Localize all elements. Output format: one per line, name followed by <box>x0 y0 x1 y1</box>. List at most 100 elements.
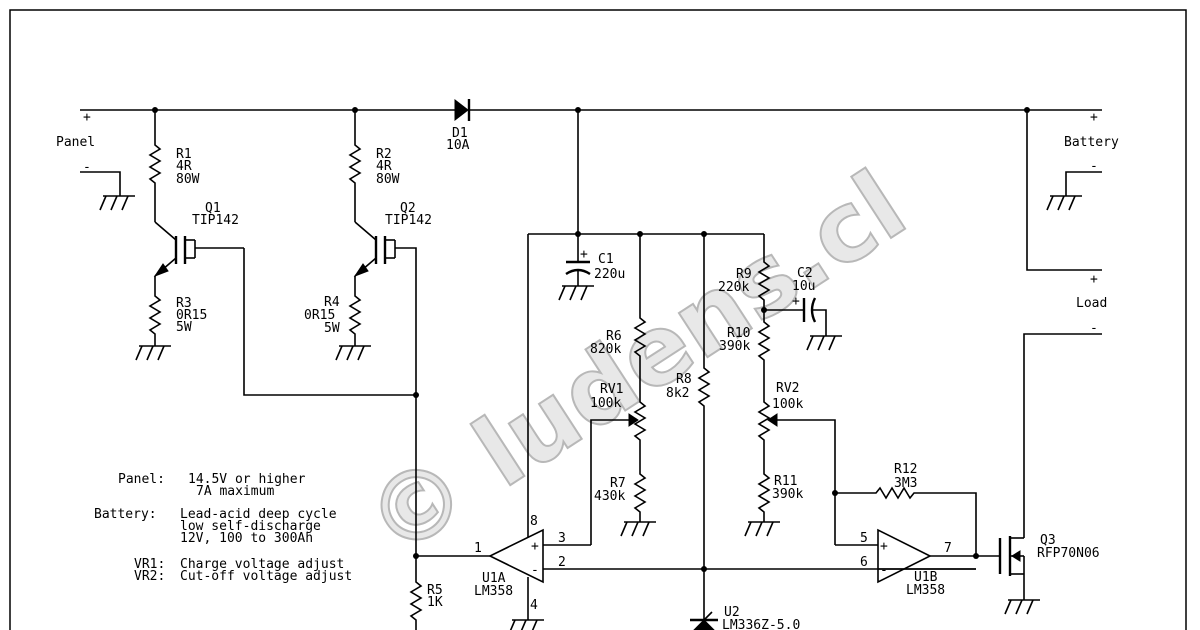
load-name: Load <box>1076 296 1107 311</box>
u1b-pin-out: 7 <box>944 541 952 556</box>
battery-minus: - <box>1090 159 1098 174</box>
u1a-sign-minus: - <box>531 563 539 578</box>
r11-ref: R11 <box>774 474 797 489</box>
reference-u2: U2 LM336Z-5.0 <box>690 605 800 630</box>
u1a-pin-gnd: 4 <box>530 598 538 613</box>
r2-value: 4R <box>376 159 392 174</box>
opamp-u1b: + - 5 6 7 U1B LM358 <box>835 528 1000 598</box>
diode-d1: D1 10A <box>446 98 471 153</box>
note-battery-label: Battery: <box>94 507 157 522</box>
r9-ref: R9 <box>736 267 752 282</box>
note-panel-line1: 14.5V or higher <box>188 472 306 487</box>
ground-symbol <box>620 521 656 537</box>
note-vr2-label: VR2: <box>134 569 165 584</box>
ground-symbol <box>1046 195 1082 211</box>
battery-name: Battery <box>1064 135 1119 150</box>
d1-value: 10A <box>446 138 470 153</box>
top-rail <box>80 107 1102 113</box>
q3-value: RFP70N06 <box>1037 546 1100 561</box>
mosfet-q3: Q3 RFP70N06 <box>998 533 1100 615</box>
r4-value: 0R15 <box>304 308 335 323</box>
u1a-sign-plus: + <box>531 539 539 554</box>
ground-symbol <box>135 345 171 361</box>
u1a-ref: U1A <box>482 571 506 586</box>
load-terminal: + Load - <box>1023 272 1107 538</box>
panel-name: Panel <box>56 135 95 150</box>
u1b-ref: U1B <box>914 570 938 585</box>
r11-value: 390k <box>772 487 803 502</box>
transistor-q2: Q2 TIP142 <box>353 201 432 556</box>
r2-rating: 80W <box>376 172 400 187</box>
u1a-value: LM358 <box>474 584 513 599</box>
note-vr2-text: Cut-off voltage adjust <box>180 569 352 584</box>
opamp-u1a: + - 1 3 2 8 4 U1A LM358 <box>416 514 976 630</box>
u1a-pin-minus: 2 <box>558 555 566 570</box>
resistor-r8: R8 8k2 <box>666 234 711 620</box>
c1-value: 220u <box>594 267 625 282</box>
r4-ref: R4 <box>324 295 340 310</box>
panel-minus: - <box>83 160 91 175</box>
ground-symbol <box>335 345 371 361</box>
r4-rating: 5W <box>324 321 340 336</box>
u1a-pin-vcc: 8 <box>530 514 538 529</box>
q2-value: TIP142 <box>385 213 432 228</box>
note-panel-line2: 7A maximum <box>196 484 274 499</box>
potentiometer-rv1: RV1 100k <box>590 382 647 545</box>
c2-polarity: + <box>792 294 800 309</box>
spec-notes: Panel: 14.5V or higher 7A maximum Batter… <box>94 472 352 584</box>
u1b-value: LM358 <box>906 583 945 598</box>
q3-ref: Q3 <box>1040 533 1056 548</box>
r8-value: 8k2 <box>666 386 689 401</box>
u1b-pin-minus: 6 <box>860 555 868 570</box>
u1b-sign-plus: + <box>880 539 888 554</box>
r6-ref: R6 <box>606 329 622 344</box>
r5-ref: R5 <box>427 583 443 598</box>
panel-plus: + <box>83 110 91 125</box>
q1-ref: Q1 <box>205 201 221 216</box>
r12-value: 3M3 <box>894 476 917 491</box>
rv1-ref: RV1 <box>600 382 623 397</box>
r5-value: 1K <box>427 595 443 610</box>
u1a-pin-plus: 3 <box>558 531 566 546</box>
rv2-ref: RV2 <box>776 381 799 396</box>
panel-terminal: + Panel - <box>56 110 135 211</box>
r7-value: 430k <box>594 489 625 504</box>
resistor-r3: R3 0R15 5W <box>135 276 207 361</box>
c1-ref: C1 <box>598 252 614 267</box>
u1b-sign-minus: - <box>880 563 888 578</box>
r12-ref: R12 <box>894 462 917 477</box>
ground-symbol <box>806 335 842 351</box>
r1-ref: R1 <box>176 147 192 162</box>
note-vr1-label: VR1: <box>134 557 165 572</box>
load-minus: - <box>1090 321 1098 336</box>
note-battery-line3: 12V, 100 to 300Ah <box>180 531 313 546</box>
c2-value: 10u <box>792 279 815 294</box>
ground-symbol <box>1004 599 1040 615</box>
r8-ref: R8 <box>676 372 692 387</box>
ground-symbol <box>99 195 135 211</box>
resistor-r5: R5 1K <box>409 556 443 630</box>
u2-ref: U2 <box>724 605 740 620</box>
watermark: © ludens.cl <box>347 150 925 580</box>
r10-value: 390k <box>719 339 750 354</box>
u1b-pin-plus: 5 <box>860 531 868 546</box>
r1-value: 4R <box>176 159 192 174</box>
r2-ref: R2 <box>376 147 392 162</box>
r1-rating: 80W <box>176 172 200 187</box>
r10-ref: R10 <box>727 326 750 341</box>
r3-value: 0R15 <box>176 308 207 323</box>
resistor-r4: R4 0R15 5W <box>304 276 371 361</box>
c1-polarity: + <box>580 247 588 262</box>
r7-ref: R7 <box>610 476 626 491</box>
note-vr1-text: Charge voltage adjust <box>180 557 344 572</box>
resistor-r1: R1 4R 80W <box>148 110 200 222</box>
r6-value: 820k <box>590 342 621 357</box>
ground-symbol <box>509 619 544 630</box>
transistor-q1: Q1 TIP142 <box>153 201 244 278</box>
r9-value: 220k <box>718 280 749 295</box>
r3-ref: R3 <box>176 296 192 311</box>
ground-symbol <box>744 521 780 537</box>
c2-ref: C2 <box>797 266 813 281</box>
potentiometer-rv2: RV2 100k <box>757 381 836 545</box>
